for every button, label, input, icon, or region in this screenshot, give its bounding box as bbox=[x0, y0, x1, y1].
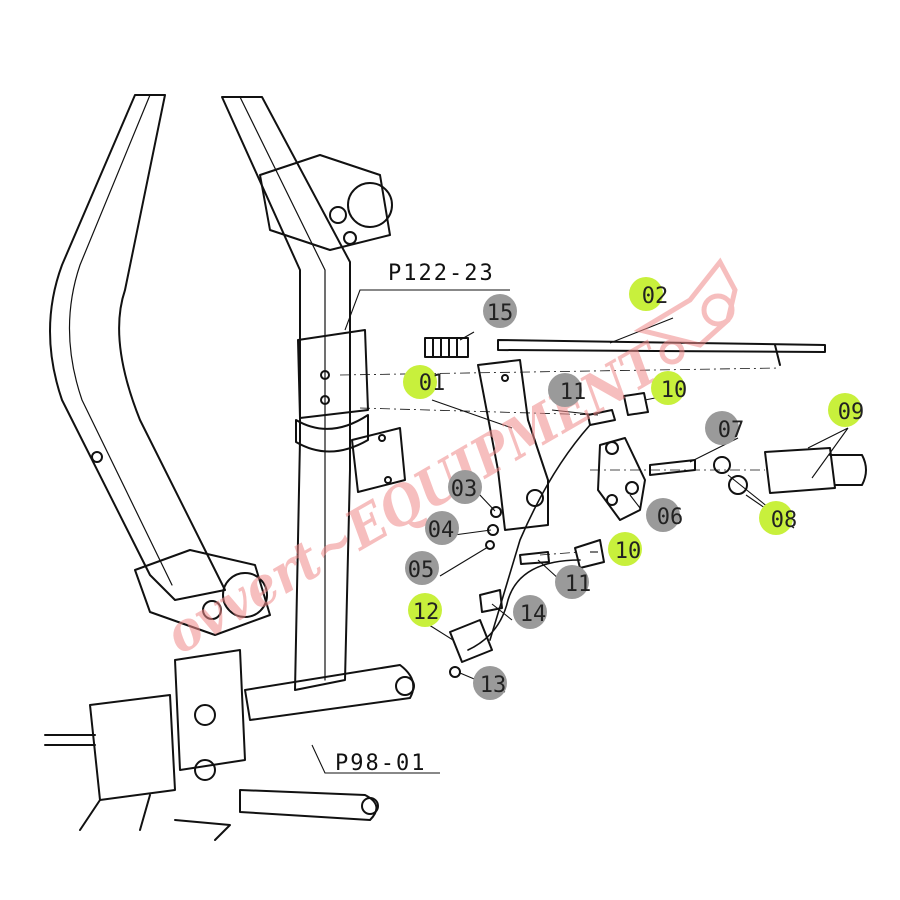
tractor-logo-icon bbox=[633, 257, 738, 365]
callout-10-upper: 10 bbox=[651, 371, 687, 405]
part-05-washer bbox=[485, 540, 495, 550]
brand-watermark: ovvert~EQUIPMENT bbox=[155, 257, 738, 666]
callout-number: 09 bbox=[838, 400, 865, 425]
hydraulic-hose-lower bbox=[467, 559, 581, 651]
part-11-bolt-lower bbox=[519, 551, 550, 565]
callout-01: 01 bbox=[403, 365, 445, 399]
callout-number: 12 bbox=[413, 600, 440, 625]
right-frame-tube bbox=[221, 96, 351, 691]
callout-11-lower: 11 bbox=[555, 565, 591, 599]
callout-number: 11 bbox=[565, 572, 592, 597]
callout-05: 05 bbox=[405, 551, 439, 585]
part-06-valve bbox=[597, 437, 646, 521]
part-01-plate bbox=[477, 359, 549, 531]
lower-swing-arm bbox=[239, 789, 378, 821]
callout-08: 08 bbox=[759, 501, 797, 535]
part-15-grip bbox=[424, 337, 469, 358]
callout-number: 06 bbox=[657, 505, 684, 530]
left-frame-tube bbox=[49, 94, 226, 601]
part-02-rod bbox=[497, 339, 826, 353]
part-03-nut bbox=[490, 506, 502, 518]
reference-label-p98: P98-01 bbox=[335, 751, 426, 776]
callout-number: 01 bbox=[419, 371, 446, 396]
callout-number: 04 bbox=[428, 518, 455, 543]
ref-label: P122-23 bbox=[388, 261, 495, 286]
callout-number: 15 bbox=[487, 301, 514, 326]
reference-label-p122: P122-23 bbox=[388, 261, 495, 286]
callout-04: 04 bbox=[425, 511, 459, 545]
callout-14: 14 bbox=[513, 595, 547, 629]
hydraulic-hose-upper bbox=[489, 424, 591, 641]
part-08-nipple-lower bbox=[728, 475, 748, 495]
callout-number: 10 bbox=[615, 539, 642, 564]
lower-bracket bbox=[134, 549, 271, 636]
callout-10-lower: 10 bbox=[608, 532, 642, 566]
callout-number: 02 bbox=[642, 284, 669, 309]
part-07-pin bbox=[649, 459, 696, 476]
callout-number: 05 bbox=[408, 558, 435, 583]
part-10-fitting-upper bbox=[623, 392, 649, 416]
callout-06: 06 bbox=[646, 498, 683, 532]
callout-number: 08 bbox=[771, 508, 798, 533]
callout-15: 15 bbox=[483, 294, 517, 328]
upper-swing-arm bbox=[244, 664, 415, 721]
callout-11-upper: 11 bbox=[548, 373, 586, 407]
callout-02: 02 bbox=[629, 277, 668, 311]
axle-gearbox bbox=[89, 694, 176, 801]
side-plate bbox=[351, 427, 406, 493]
part-14-fitting bbox=[479, 589, 503, 613]
part-13-nut bbox=[449, 666, 461, 678]
callout-number: 03 bbox=[451, 477, 478, 502]
part-08-nipple-upper bbox=[713, 456, 731, 474]
sleeve-clamp bbox=[297, 329, 369, 419]
part-11-bolt-upper bbox=[587, 409, 616, 426]
callout-number: 11 bbox=[560, 380, 587, 405]
joint-housing bbox=[174, 649, 246, 771]
upper-bracket bbox=[259, 154, 391, 251]
callout-number: 14 bbox=[520, 602, 547, 627]
callout-07: 07 bbox=[705, 411, 744, 445]
ref-label: P98-01 bbox=[335, 751, 426, 776]
callout-09: 09 bbox=[828, 393, 864, 427]
part-09-coupler bbox=[764, 447, 836, 494]
callout-number: 10 bbox=[661, 378, 688, 403]
callout-03: 03 bbox=[448, 470, 482, 504]
callout-13: 13 bbox=[473, 666, 507, 700]
part-12-elbow bbox=[449, 619, 493, 663]
callout-number: 13 bbox=[480, 673, 507, 698]
callout-number: 07 bbox=[718, 418, 745, 443]
part-10-fitting-lower bbox=[574, 539, 605, 569]
callout-12: 12 bbox=[408, 593, 442, 627]
